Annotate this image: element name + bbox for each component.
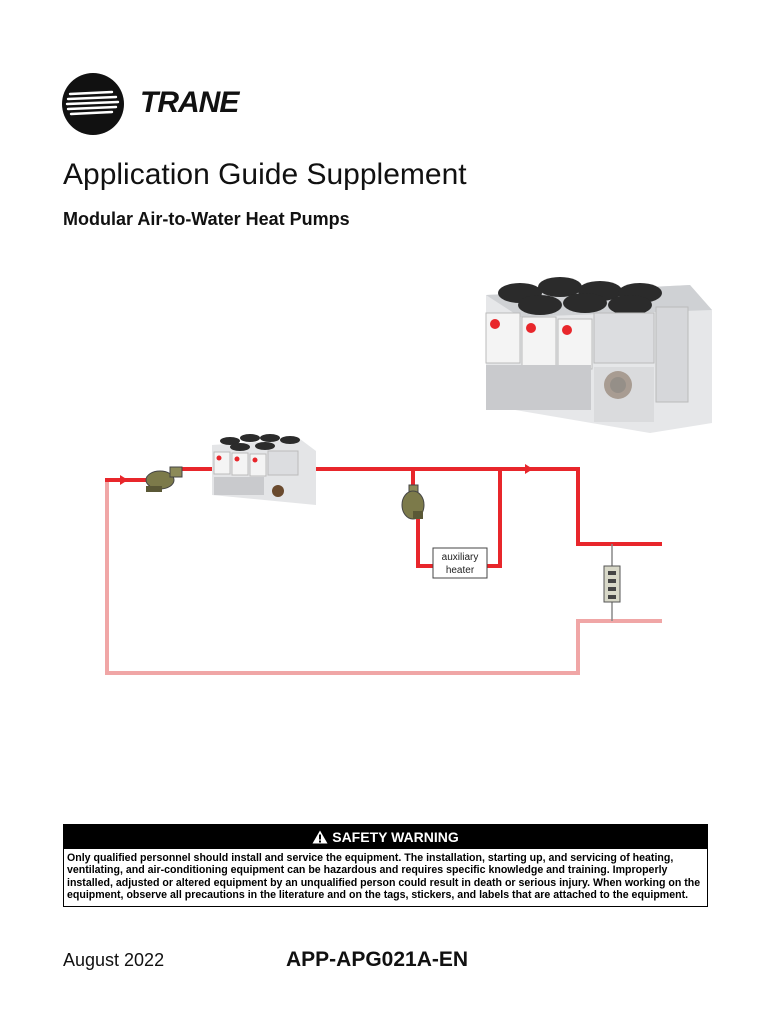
publication-date: August 2022 (63, 950, 165, 970)
auxiliary-heater-box (432, 547, 488, 579)
page-title: Application Guide Supplement (63, 158, 467, 191)
trane-logo-icon (62, 73, 124, 135)
pump-icon (401, 484, 425, 520)
flow-arrow-icon (525, 464, 533, 474)
flow-arrow-icon (120, 475, 128, 485)
safety-warning-box: SAFETY WARNING Only qualified personnel … (63, 824, 708, 907)
document-number: APP-APG021A-EN (286, 948, 469, 971)
safety-warning-title: SAFETY WARNING (332, 829, 459, 845)
warning-triangle-icon (312, 830, 328, 844)
page-subtitle: Modular Air-to-Water Heat Pumps (63, 209, 350, 229)
safety-warning-text: Only qualified personnel should install … (67, 852, 701, 902)
pump-icon (145, 466, 183, 492)
heater-label-line1: auxiliary (442, 552, 479, 563)
safety-warning-header: SAFETY WARNING (64, 825, 707, 849)
control-valve-icon (603, 544, 621, 621)
small-heat-pump-unit (212, 434, 316, 505)
supply-piping (105, 467, 662, 568)
return-piping (105, 482, 662, 675)
piping-diagram: auxiliary heater (105, 277, 712, 675)
logo-wordmark: TRANE (140, 86, 239, 119)
heat-pump-product-image (485, 277, 712, 433)
heater-label-line2: heater (446, 565, 475, 576)
